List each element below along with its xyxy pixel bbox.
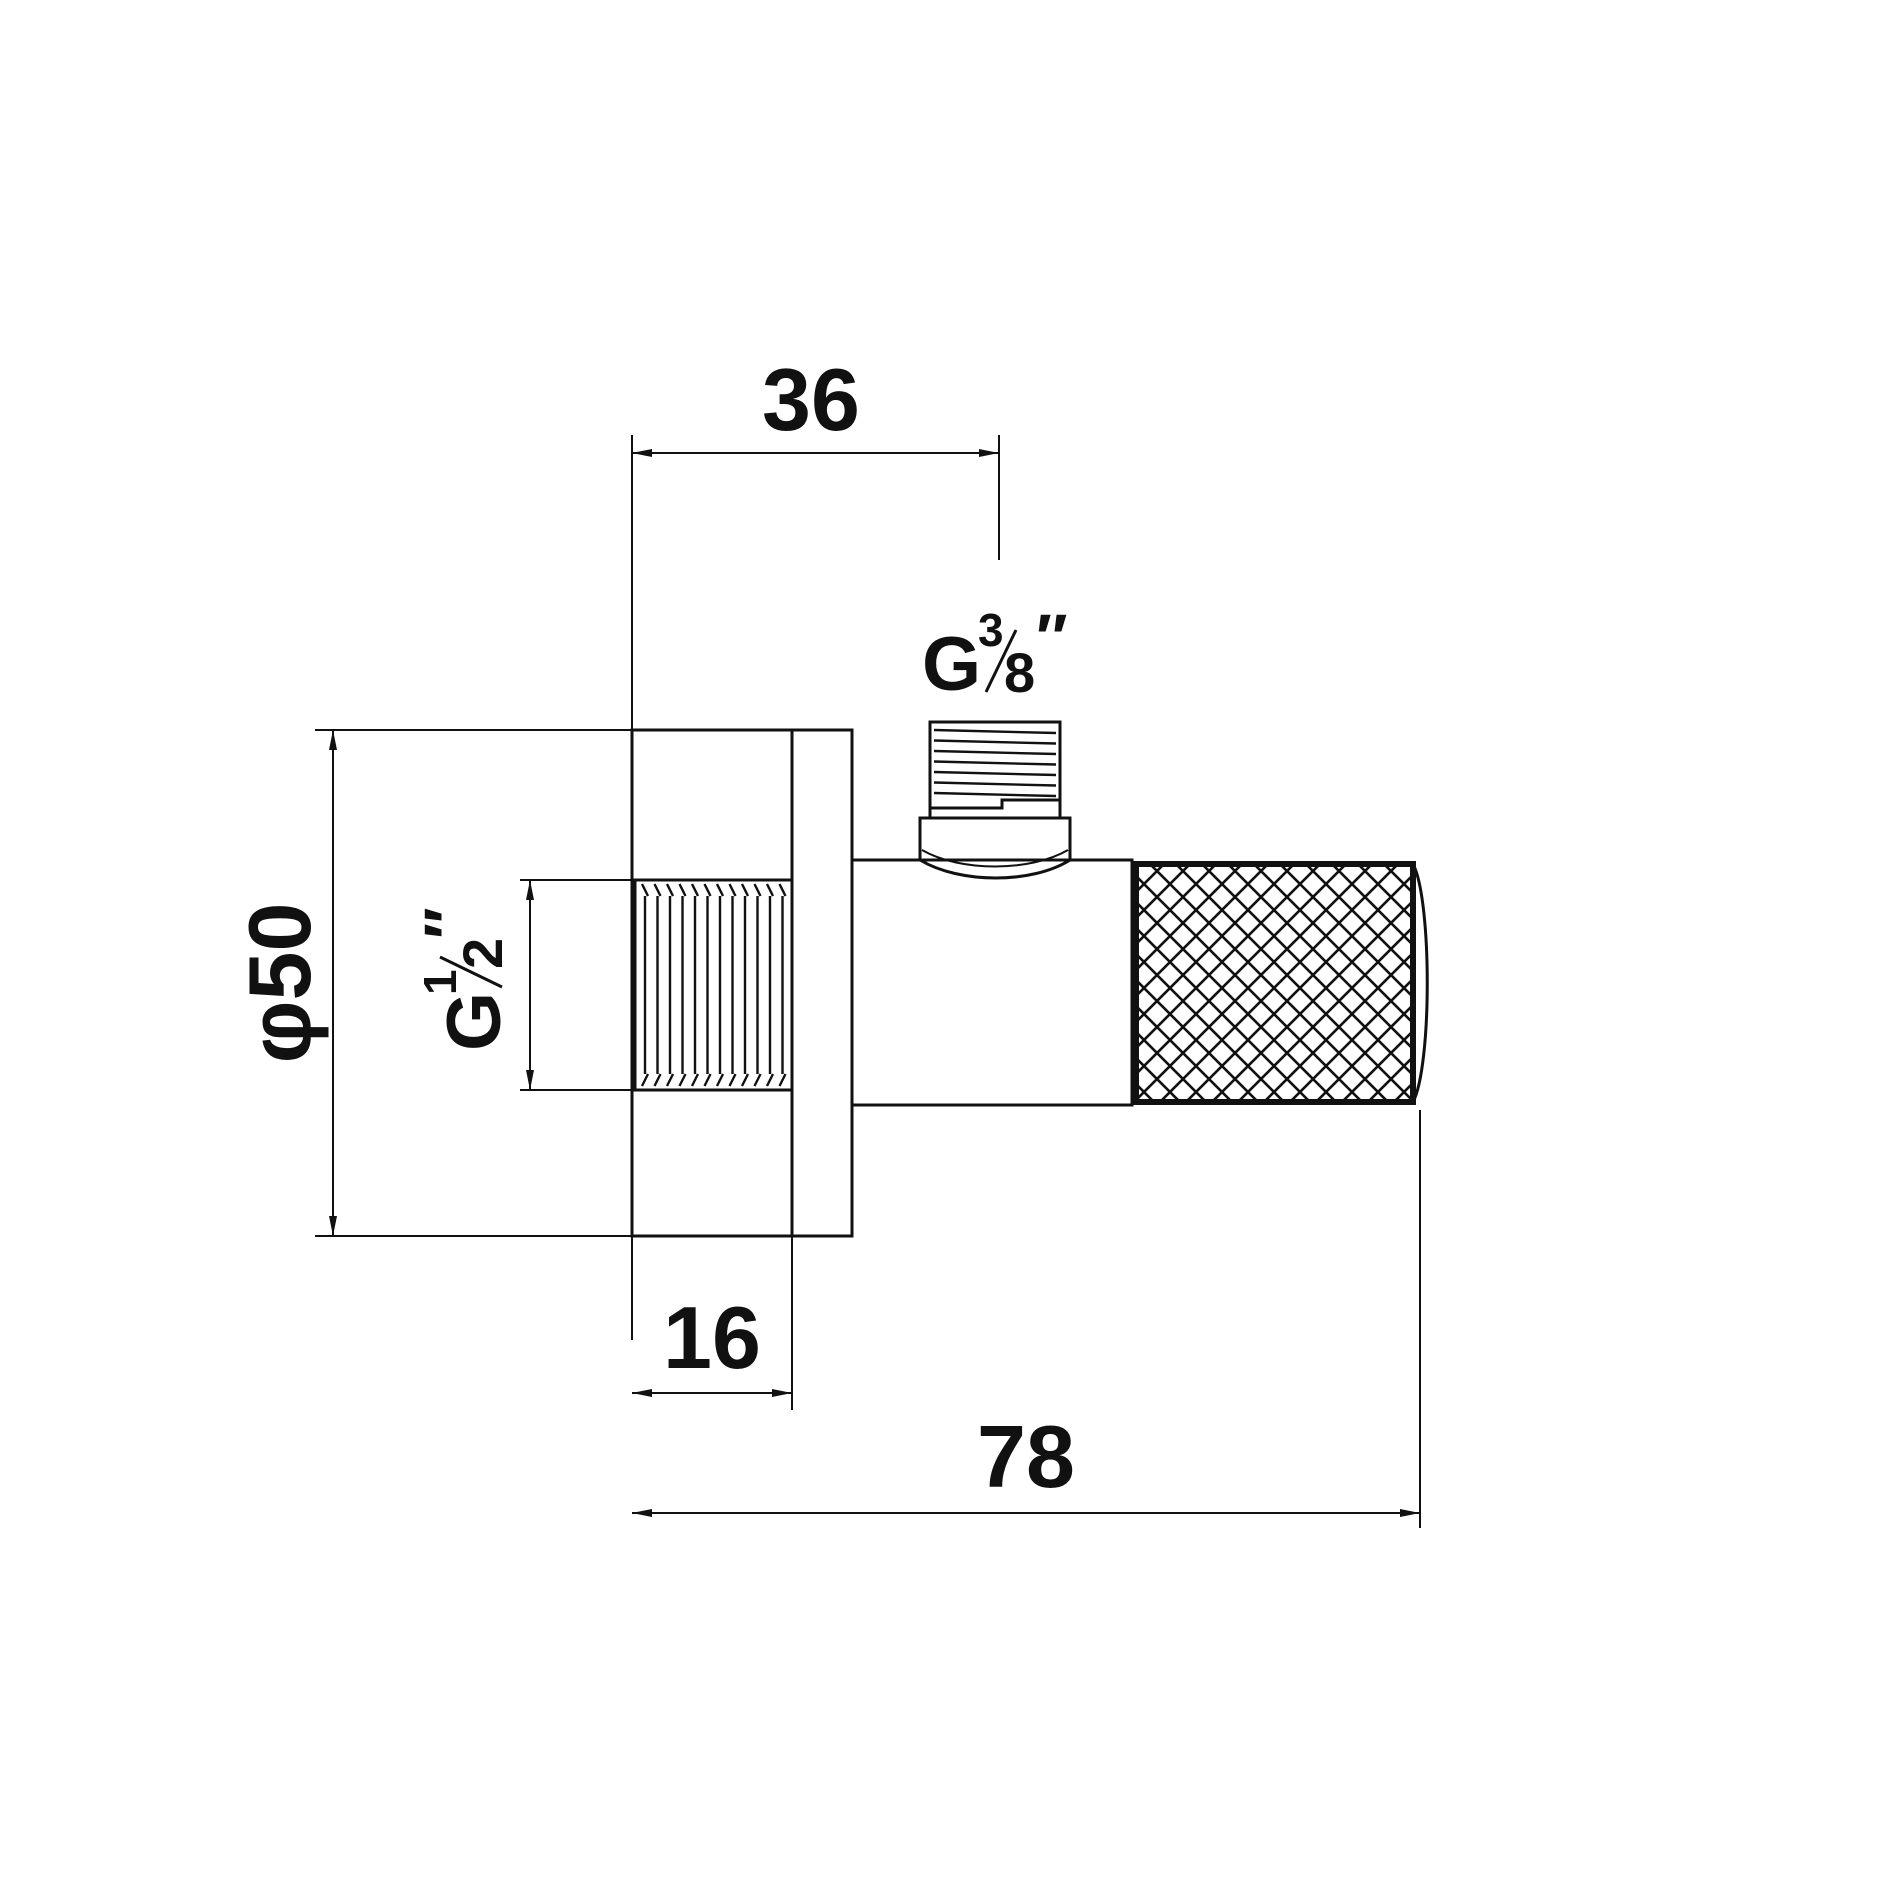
outlet-thread-line	[933, 739, 1057, 745]
inlet-thread-letter: G	[432, 992, 517, 1051]
outlet-thread-line	[933, 781, 1057, 787]
flange-body	[630, 728, 794, 1238]
inlet-thread-slash	[439, 955, 503, 989]
inlet-thread-crest	[778, 883, 787, 897]
inlet-thread-numerator: 1	[414, 969, 466, 995]
handle-end-cap	[1411, 863, 1429, 1103]
dimension-top: 36	[631, 350, 1000, 1340]
outlet-thread-line	[933, 791, 1057, 798]
inlet-thread-crest	[653, 1073, 662, 1087]
inlet-thread-crest	[678, 883, 687, 897]
inlet-thread-crest	[778, 1073, 787, 1087]
inlet-thread-outline	[633, 878, 794, 1092]
inlet-thread-crest	[690, 883, 700, 897]
inlet-thread-crest	[728, 883, 737, 897]
inlet-thread-crest	[740, 883, 750, 897]
outlet-thread-denominator: 8	[1004, 641, 1035, 704]
dimension-diameter: φ50	[230, 730, 337, 1236]
knurled-handle	[1133, 861, 1429, 1105]
inlet-thread-crest	[740, 1073, 750, 1087]
inlet-thread-crest	[665, 1073, 675, 1087]
outlet-thread-outline	[928, 720, 1062, 820]
inlet-thread	[520, 878, 794, 1092]
flange-rim	[790, 728, 854, 1238]
knurl-outline	[1133, 861, 1416, 1105]
outlet-thread-line	[933, 770, 1057, 777]
inlet-thread-crest	[753, 883, 762, 897]
wall-flange	[315, 728, 854, 1238]
outlet-thread-label: G 3 8 ″	[922, 600, 1068, 707]
inlet-thread-mark: ″	[410, 907, 484, 939]
dimension-label-inner: 16	[663, 1288, 761, 1387]
inlet-thread-crest	[765, 1073, 775, 1087]
dimension-inner: 16	[632, 1236, 793, 1410]
inlet-thread-crest	[690, 1073, 700, 1087]
inlet-thread-crest	[678, 1073, 687, 1087]
inlet-thread-lines	[640, 883, 787, 1087]
inlet-thread-crest	[640, 883, 650, 897]
knurl-pattern	[1136, 864, 1413, 1102]
outlet-thread-lines	[933, 728, 1057, 798]
outlet-thread-line	[933, 749, 1057, 756]
outlet-thread-mark: ″	[1036, 600, 1068, 674]
outlet-thread-line	[933, 760, 1057, 766]
inlet-thread-crest	[640, 1073, 650, 1087]
valve-body-outline	[850, 858, 1134, 1107]
outlet-thread-step	[930, 798, 1060, 810]
valve-body	[850, 816, 1134, 1107]
inlet-thread-crest	[703, 1073, 712, 1087]
outlet-boss-curve	[921, 849, 1069, 868]
inlet-thread-denominator: 2	[451, 938, 514, 969]
inlet-thread-crest	[715, 883, 725, 897]
inlet-thread-crest	[753, 1073, 762, 1087]
dimension-label-top: 36	[762, 350, 860, 449]
inlet-thread-crest	[703, 883, 712, 897]
inlet-thread-label: G 1 2 ″	[410, 907, 517, 1051]
dimension-label-diameter: φ50	[230, 903, 329, 1064]
inlet-thread-crest	[715, 1073, 725, 1087]
inlet-thread-crest	[765, 883, 775, 897]
outlet-boss	[918, 816, 1072, 880]
dimension-overall: 78	[632, 1110, 1421, 1528]
inlet-thread-crest	[728, 1073, 737, 1087]
inlet-thread-crest	[653, 883, 662, 897]
outlet-thread-line	[933, 728, 1057, 735]
outlet-thread-numerator: 3	[978, 604, 1004, 656]
inlet-thread-crest	[665, 883, 675, 897]
dimension-label-overall: 78	[977, 1407, 1075, 1506]
outlet-thread-letter: G	[922, 622, 981, 707]
outlet-thread	[928, 720, 1062, 820]
outlet-thread-slash	[984, 629, 1018, 693]
